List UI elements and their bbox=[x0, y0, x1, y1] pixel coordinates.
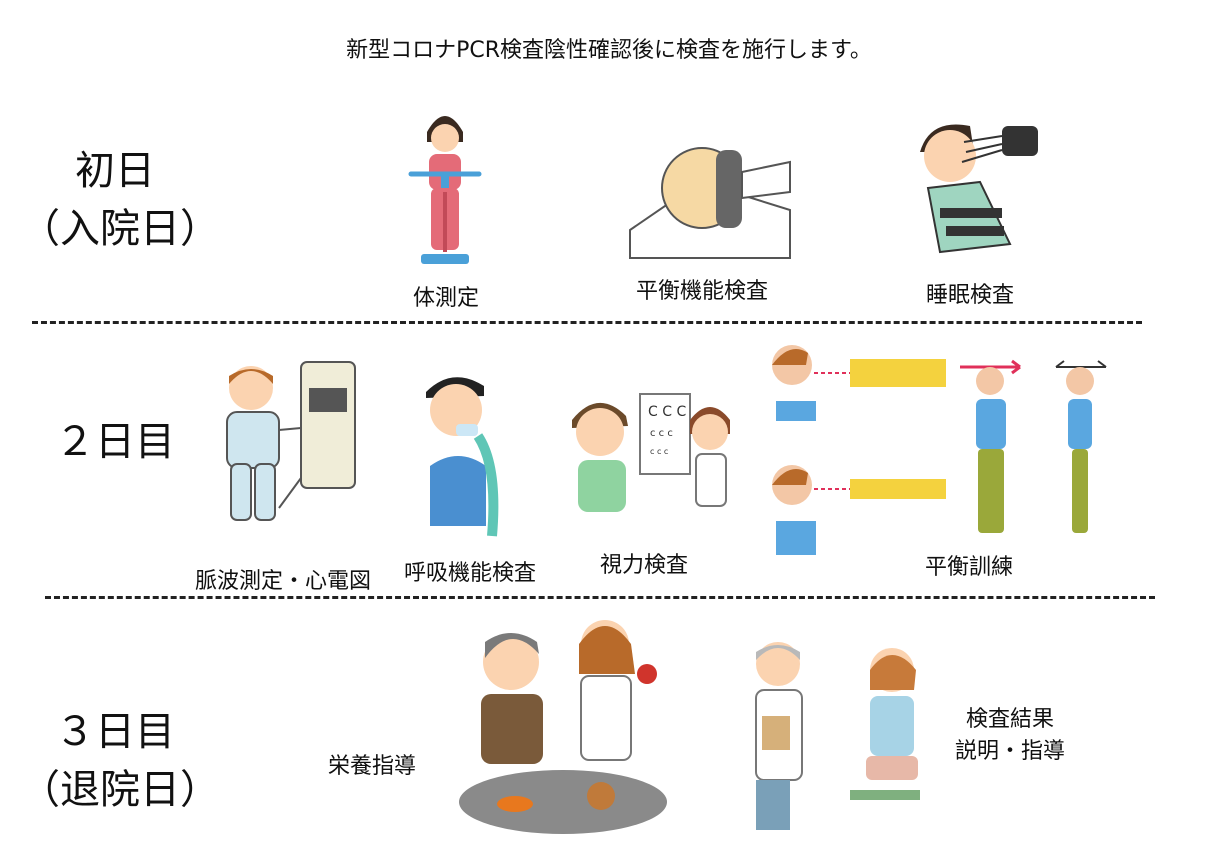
day-2-label: ２日目 bbox=[20, 413, 210, 471]
day-1-subtitle: （入院日） bbox=[20, 206, 220, 252]
day-3-label: ３日目 （退院日） bbox=[20, 703, 220, 819]
vision-test-illustration: C C C c c c c c c bbox=[572, 393, 730, 512]
result-explanation-illustration bbox=[755, 642, 920, 830]
result-explanation-label: 検査結果 説明・指導 bbox=[952, 704, 1068, 768]
spirometry-illustration bbox=[426, 377, 499, 537]
nutrition-guidance-label: 栄養指導 bbox=[328, 754, 417, 779]
svg-text:C C C: C C C bbox=[648, 404, 686, 420]
separator-day1-day2 bbox=[32, 321, 1142, 324]
day-3-subtitle: （退院日） bbox=[20, 767, 220, 813]
result-explanation-line1: 検査結果 bbox=[965, 707, 1054, 732]
svg-text:c c c: c c c bbox=[650, 447, 668, 456]
day-1-title: 初日 bbox=[75, 148, 155, 194]
body-measurement-label: 体測定 bbox=[413, 286, 480, 311]
balance-test-label: 平衡機能検査 bbox=[636, 279, 769, 304]
balance-training-illustration bbox=[772, 345, 1107, 555]
day-2-title: ２日目 bbox=[55, 419, 175, 465]
nutrition-guidance-illustration bbox=[459, 620, 667, 834]
ecg-label: 脈波測定・心電図 bbox=[195, 569, 372, 594]
separator-day2-day3 bbox=[45, 596, 1155, 599]
ecg-illustration bbox=[226, 361, 356, 521]
vision-test-label: 視力検査 bbox=[600, 553, 689, 578]
day-3-title: ３日目 bbox=[55, 709, 175, 755]
page-header: 新型コロナPCR検査陰性確認後に検査を施行します。 bbox=[346, 38, 872, 63]
sleep-test-illustration bbox=[920, 124, 1038, 254]
spirometry-label: 呼吸機能検査 bbox=[404, 561, 537, 586]
body-measurement-illustration bbox=[408, 116, 482, 264]
result-explanation-line2: 説明・指導 bbox=[954, 739, 1065, 764]
sleep-test-label: 睡眠検査 bbox=[926, 283, 1015, 308]
svg-text:c c c: c c c bbox=[650, 428, 673, 439]
day-1-label: 初日 （入院日） bbox=[20, 142, 220, 258]
balance-training-label: 平衡訓練 bbox=[925, 555, 1014, 580]
balance-test-illustration bbox=[629, 147, 791, 259]
